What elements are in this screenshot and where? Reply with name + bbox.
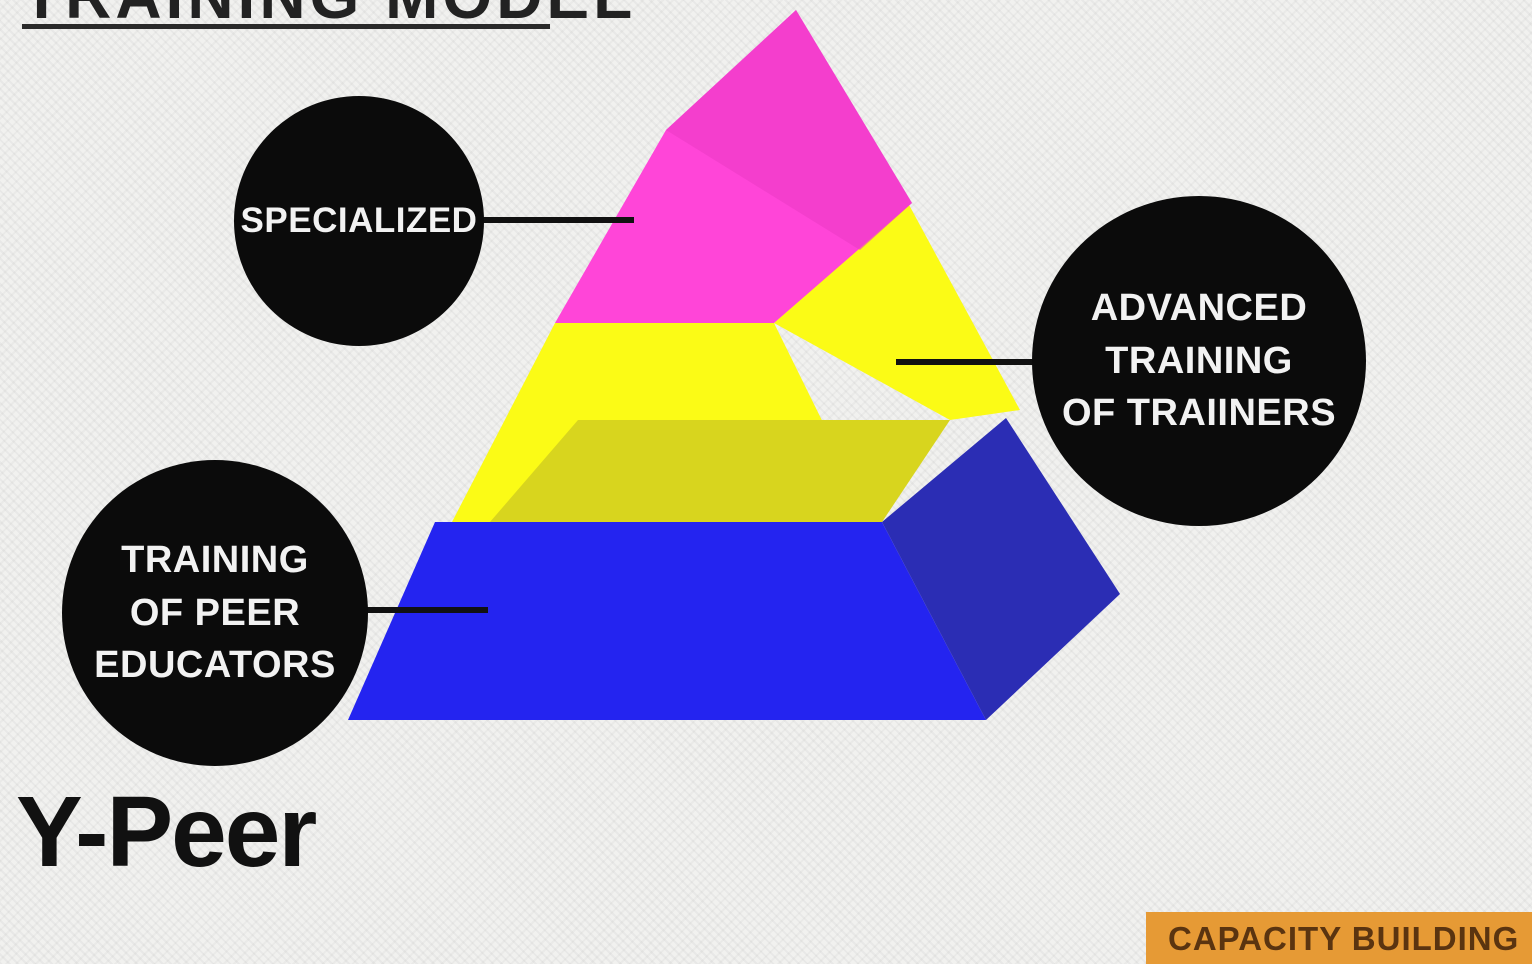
tier-bottom-front	[348, 522, 986, 720]
tier-label-advanced-training: ADVANCED TRAINING OF TRAIINERS	[1062, 282, 1336, 439]
bubble-specialized: SPECIALIZED	[234, 96, 484, 346]
tier-label-peer-educators: TRAINING OF PEER EDUCATORS	[94, 534, 336, 691]
badge-label: CAPACITY BUILDING	[1168, 920, 1519, 958]
capacity-building-badge: CAPACITY BUILDING	[1146, 912, 1532, 964]
y-peer-logo: Y-Peer	[16, 782, 315, 882]
bubble-advanced-training: ADVANCED TRAINING OF TRAIINERS	[1032, 196, 1366, 526]
bubble-peer-educators: TRAINING OF PEER EDUCATORS	[62, 460, 368, 766]
tier-label-specialized: SPECIALIZED	[241, 197, 478, 245]
